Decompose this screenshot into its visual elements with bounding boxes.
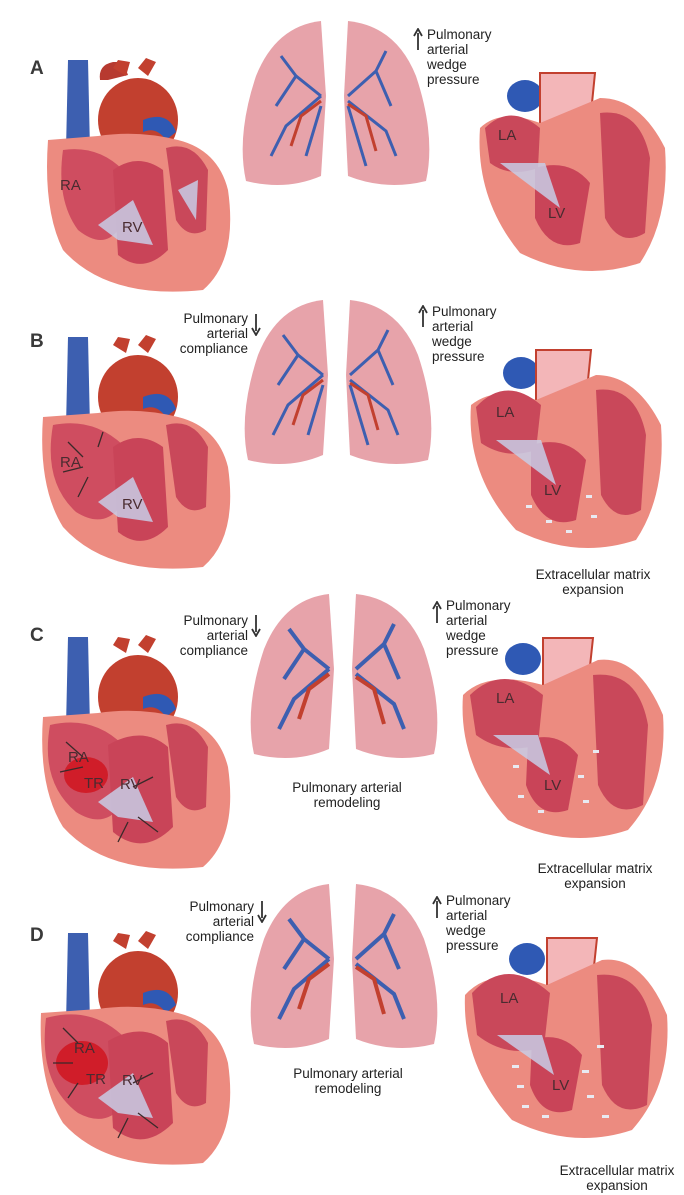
compliance-label: Pulmonary arterial compliance xyxy=(185,899,254,944)
label-rv: RV xyxy=(122,219,143,236)
lungs-illustration xyxy=(250,594,438,758)
panel-letter: B xyxy=(30,331,44,352)
compliance-label: Pulmonary arterial compliance xyxy=(179,311,248,356)
panel-a: A RA RV Pulmonary arterial wedge pressur… xyxy=(0,0,684,295)
label-ra: RA xyxy=(74,1040,95,1057)
label-lv: LV xyxy=(552,1077,569,1094)
wedge-pressure-label: Pulmonary arterial wedge pressure xyxy=(446,893,511,953)
label-tr: TR xyxy=(84,775,104,792)
left-heart-illustration: LA LV xyxy=(464,937,668,1138)
up-arrow-icon xyxy=(418,305,428,327)
down-arrow-icon xyxy=(251,615,261,637)
label-la: LA xyxy=(496,690,514,707)
label-lv: LV xyxy=(544,777,561,794)
down-arrow-icon xyxy=(257,901,267,923)
label-ra: RA xyxy=(68,749,89,766)
label-ra: RA xyxy=(60,454,81,471)
panel-b: B RA RV Pulmonary arterial compliance Pu… xyxy=(0,295,684,597)
label-ra: RA xyxy=(60,177,81,194)
lungs-illustration xyxy=(244,300,432,464)
remodeling-label: Pulmonary arterial remodeling xyxy=(293,1066,403,1096)
right-heart-illustration: RA RV xyxy=(47,58,231,292)
label-la: LA xyxy=(496,404,514,421)
panel-d: D RA TR RV Pulmonary arterial compliance… xyxy=(0,884,684,1195)
wedge-pressure-label: Pulmonary arterial wedge pressure xyxy=(427,27,492,87)
ecm-expansion-label: Extracellular matrix expansion xyxy=(535,567,651,597)
label-rv: RV xyxy=(122,496,143,513)
panel-c: C RA TR RV Pulmonary arterial compliance… xyxy=(0,594,684,895)
right-heart-illustration: RA RV xyxy=(42,335,231,569)
up-arrow-icon xyxy=(432,601,442,623)
left-heart-illustration: LA LV xyxy=(470,349,662,548)
label-rv: RV xyxy=(122,1072,143,1089)
wedge-pressure-label: Pulmonary arterial wedge pressure xyxy=(446,598,511,658)
lungs-illustration xyxy=(242,21,430,185)
ecm-expansion-label: Extracellular matrix expansion xyxy=(537,861,653,891)
down-arrow-icon xyxy=(251,314,261,336)
panel-letter: C xyxy=(30,625,44,646)
label-la: LA xyxy=(500,990,518,1007)
lungs-illustration xyxy=(250,884,438,1048)
right-heart-illustration: RA TR RV xyxy=(40,931,231,1165)
label-lv: LV xyxy=(544,482,561,499)
panel-letter: D xyxy=(30,925,44,946)
label-la: LA xyxy=(498,127,516,144)
right-heart-illustration: RA TR RV xyxy=(42,635,231,869)
compliance-label: Pulmonary arterial compliance xyxy=(179,613,248,658)
label-rv: RV xyxy=(120,776,141,793)
remodeling-label: Pulmonary arterial remodeling xyxy=(292,780,402,810)
label-lv: LV xyxy=(548,205,565,222)
label-tr: TR xyxy=(86,1071,106,1088)
ecm-expansion-label: Extracellular matrix expansion xyxy=(559,1163,675,1193)
up-arrow-icon xyxy=(413,28,423,50)
left-heart-illustration: LA LV xyxy=(462,637,664,838)
up-arrow-icon xyxy=(432,896,442,918)
wedge-pressure-label: Pulmonary arterial wedge pressure xyxy=(432,304,497,364)
left-heart-illustration: LA LV xyxy=(479,72,666,271)
panel-letter: A xyxy=(30,58,44,79)
